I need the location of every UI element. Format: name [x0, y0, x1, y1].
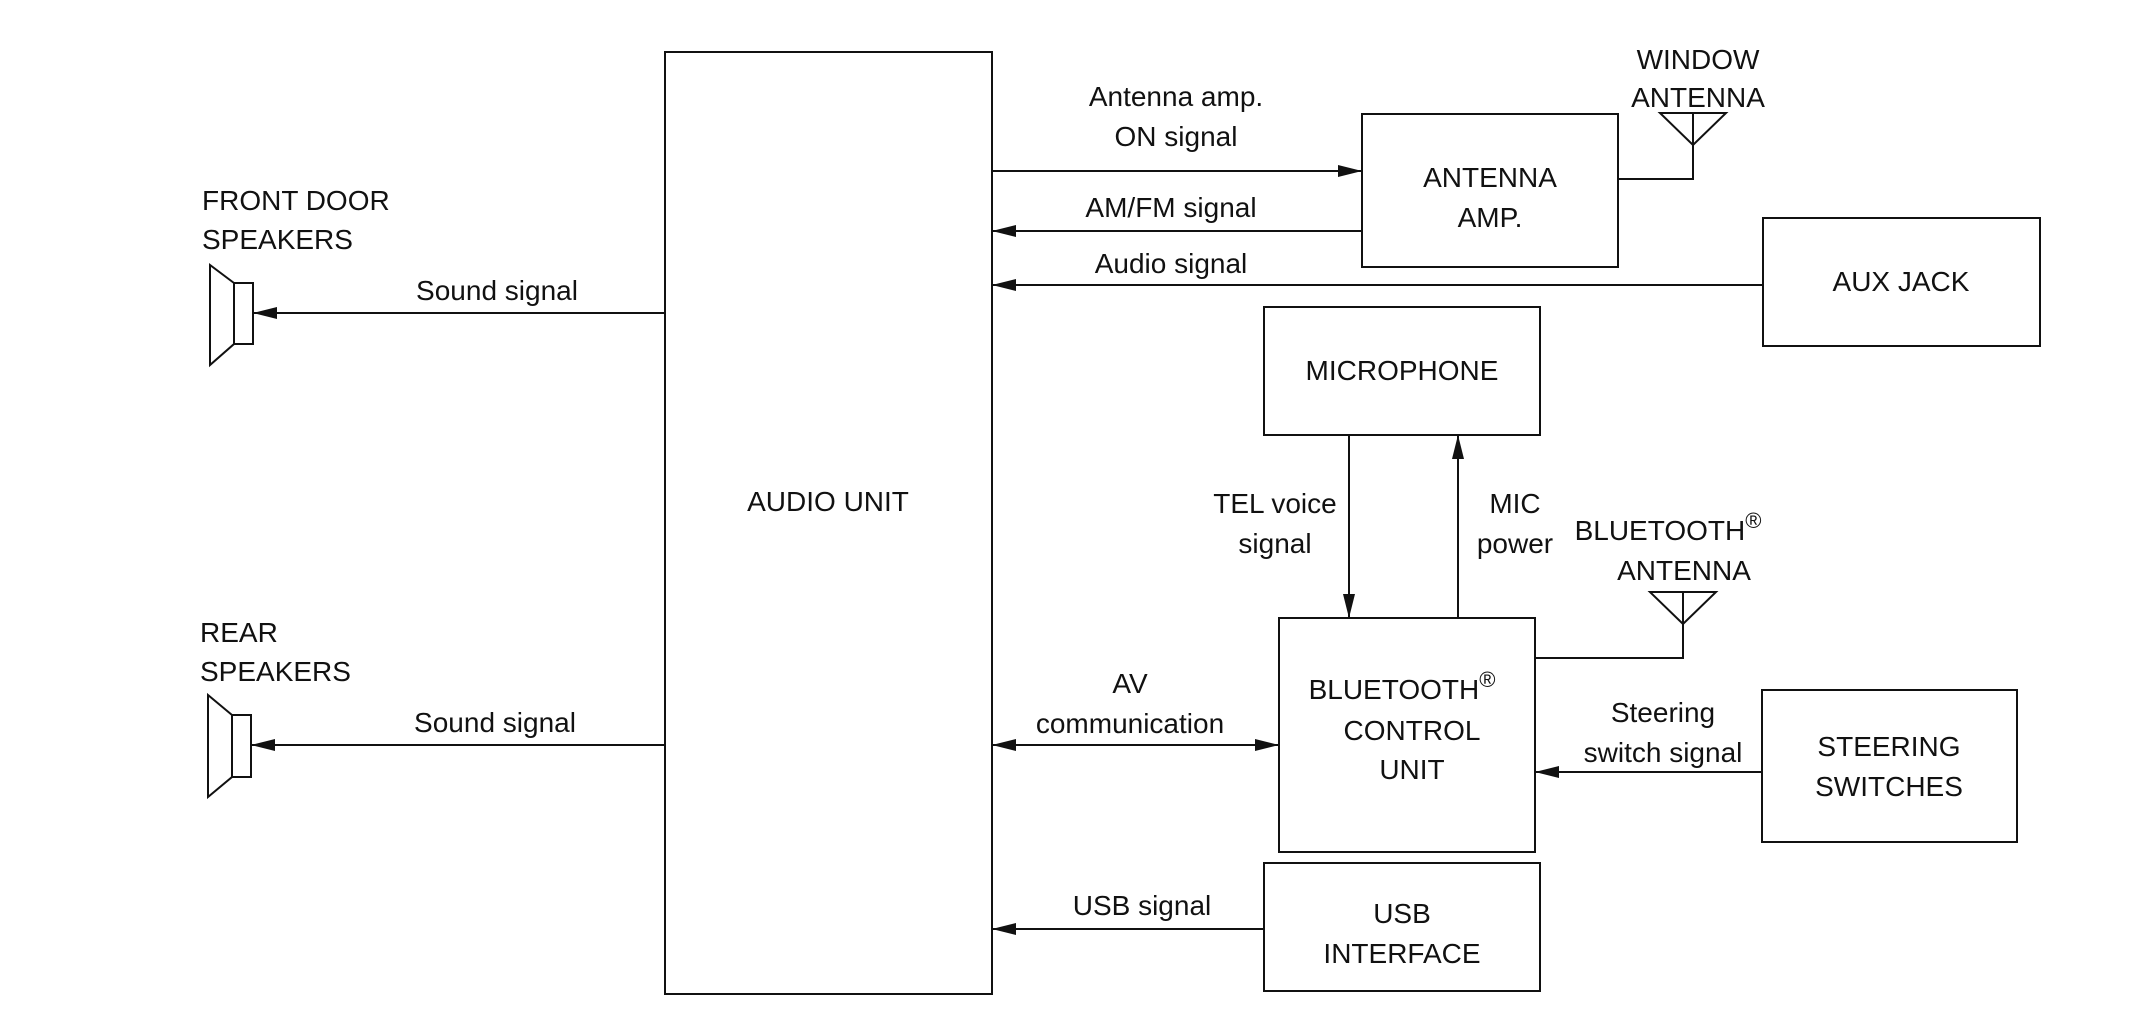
bluetooth-control-unit-block: BLUETOOTH® CONTROL UNIT	[1278, 617, 1536, 853]
bluetooth-antenna: BLUETOOTH® ANTENNA	[1535, 508, 1762, 659]
microphone-label: MICROPHONE	[1306, 355, 1499, 386]
antenna-amp-on-label-line2: ON signal	[1115, 121, 1238, 152]
steering-switch-label-line1: Steering	[1611, 697, 1715, 728]
av-communication-label-line2: communication	[1036, 708, 1224, 739]
window-antenna-label-line1: WINDOW	[1637, 44, 1760, 75]
window-antenna-wire	[1618, 145, 1694, 180]
mic-power-label-line1: MIC	[1489, 488, 1540, 519]
bluetooth-antenna-wire	[1535, 624, 1684, 659]
bluetooth-antenna-label-text: BLUETOOTH	[1575, 515, 1746, 546]
antenna-icon	[1647, 591, 1719, 626]
steering-switches-label-line1: STEERING	[1817, 731, 1960, 762]
aux-jack-label: AUX JACK	[1833, 266, 1970, 297]
audio-unit-label: AUDIO UNIT	[747, 486, 909, 517]
usb-interface-label-line2: INTERFACE	[1323, 938, 1480, 969]
speaker-cone-icon	[209, 263, 235, 368]
microphone-block: MICROPHONE	[1263, 306, 1541, 436]
steering-switches-block: STEERING SWITCHES	[1761, 689, 2018, 843]
antenna-amp-on-label-line1: Antenna amp.	[1089, 81, 1263, 112]
front-speakers-label-line1: FRONT DOOR	[202, 185, 390, 216]
rear-sound-signal: Sound signal	[251, 707, 665, 751]
speaker-cone-icon	[207, 692, 233, 800]
am-fm-signal: AM/FM signal	[992, 192, 1362, 237]
bluetooth-antenna-label-line2: ANTENNA	[1617, 555, 1751, 586]
rear-speakers-label-line2: SPEAKERS	[200, 656, 351, 687]
rear-speakers: REAR SPEAKERS	[200, 617, 351, 800]
av-communication-signal: AV communication	[992, 668, 1279, 751]
mic-power-label-line2: power	[1477, 528, 1553, 559]
aux-jack-block: AUX JACK	[1762, 217, 2041, 347]
antenna-amp-label-line1: ANTENNA	[1423, 162, 1557, 193]
usb-signal-label: USB signal	[1073, 890, 1212, 921]
antenna-amp-label-line2: AMP.	[1458, 202, 1523, 233]
tel-voice-label-line2: signal	[1238, 528, 1311, 559]
window-antenna: WINDOW ANTENNA	[1618, 44, 1765, 180]
front-speakers-label-line2: SPEAKERS	[202, 224, 353, 255]
window-antenna-label-line2: ANTENNA	[1631, 82, 1765, 113]
steering-switch-label-line2: switch signal	[1584, 737, 1743, 768]
bt-control-label-line2: CONTROL	[1344, 715, 1481, 746]
bt-control-label-text: BLUETOOTH	[1309, 674, 1480, 705]
usb-interface-label-line1: USB	[1373, 898, 1431, 929]
speaker-magnet-icon	[231, 714, 252, 778]
usb-signal: USB signal	[992, 890, 1264, 935]
front-sound-signal: Sound signal	[253, 275, 665, 319]
front-sound-label: Sound signal	[416, 275, 578, 306]
front-door-speakers: FRONT DOOR SPEAKERS	[202, 185, 390, 368]
mic-power-signal: MIC power	[1452, 435, 1553, 618]
tel-voice-signal: TEL voice signal	[1213, 435, 1355, 618]
tel-voice-label-line1: TEL voice	[1213, 488, 1336, 519]
bt-antenna-registered-mark: ®	[1745, 508, 1761, 533]
rear-sound-label: Sound signal	[414, 707, 576, 738]
rear-speakers-label-line1: REAR	[200, 617, 278, 648]
av-communication-label-line1: AV	[1112, 668, 1148, 699]
audio-unit-block: AUDIO UNIT	[664, 51, 993, 995]
bt-control-label-line1: BLUETOOTH®	[1309, 667, 1496, 705]
antenna-amp-on-signal: Antenna amp. ON signal	[992, 81, 1362, 177]
am-fm-label: AM/FM signal	[1085, 192, 1256, 223]
bluetooth-antenna-label-line1: BLUETOOTH®	[1575, 508, 1762, 546]
audio-signal-label: Audio signal	[1095, 248, 1248, 279]
antenna-icon	[1657, 112, 1729, 147]
audio-signal: Audio signal	[992, 248, 1763, 291]
usb-interface-block: USB INTERFACE	[1263, 862, 1541, 992]
bt-registered-mark: ®	[1479, 667, 1495, 692]
steering-switch-signal: Steering switch signal	[1535, 697, 1762, 778]
steering-switches-label-line2: SWITCHES	[1815, 771, 1963, 802]
speaker-magnet-icon	[233, 282, 254, 345]
antenna-amp-block: ANTENNA AMP.	[1361, 113, 1619, 268]
bt-control-label-line3: UNIT	[1379, 754, 1444, 785]
